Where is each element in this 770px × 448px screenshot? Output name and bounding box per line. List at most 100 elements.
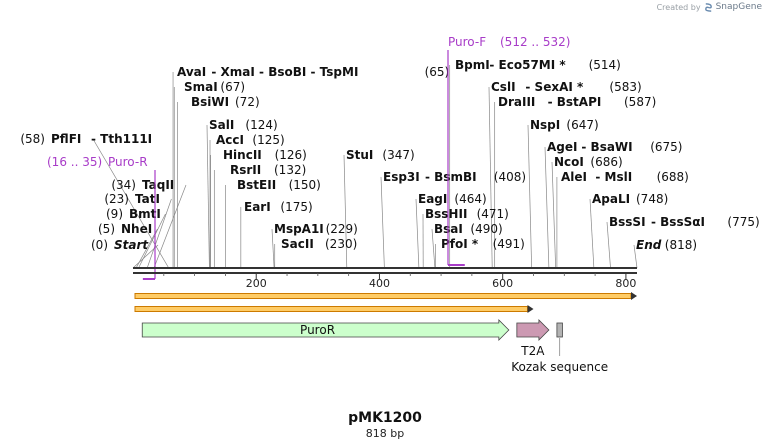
site-name: BssSI [609,215,646,229]
feature-label: PuroR [300,323,335,337]
site-coord: (748) [636,192,668,206]
orf-short[interactable] [134,305,534,313]
site-coord: (514) [589,58,621,72]
site-coord: (58) [20,132,45,146]
site-nhei[interactable]: (5)NheI [98,222,152,236]
site-name: AleI [561,170,587,184]
site-leader-line [135,228,158,269]
site-name: RsrII [230,163,261,177]
site-bpmi[interactable]: BpmI- Eco57MI *(514) [455,58,621,72]
feature-label: Kozak sequence [511,360,608,374]
orf-bar [134,293,632,299]
site-draiii[interactable]: DraIII- BstAPI(587) [498,95,656,109]
site-nspi[interactable]: NspI(647) [530,118,599,132]
site-ncoi[interactable]: NcoI(686) [554,155,623,169]
site-name: ApaLI [592,192,630,206]
credit-brand: SnapGene [715,2,762,12]
site-extra-names: - XmaI - BsoBI - TspMI [211,65,358,79]
site-esp3i[interactable]: Esp3I- BsmBI(408) [383,170,526,184]
site-mspa1i[interactable]: MspA1I(229) [274,222,358,236]
site-coord: (583) [609,80,641,94]
feature-arrow [516,319,550,341]
site-coord: (67) [220,80,245,94]
site-name: EarI [244,200,271,214]
site-bmti[interactable]: (9) BmtI [106,207,161,221]
snapgene-credit: Created by SnapGene [657,2,762,12]
orf-arrowhead-icon [631,292,637,300]
credit-prefix: Created by [656,2,701,12]
site-name: MspA1I [274,222,324,236]
site-name: AgeI [547,140,577,154]
site-coord: (686) [590,155,622,169]
site-name: NspI [530,118,560,132]
site-eagi[interactable]: EagI(464) [418,192,487,206]
feature-puror[interactable]: PuroR [141,319,510,341]
primer-puro-r[interactable]: (16 .. 35)Puro-R [47,155,156,280]
site-name: SacII [281,237,314,251]
site-rsrii[interactable]: RsrII (132) [230,163,306,177]
site-sacii[interactable]: SacII(230) [281,237,357,251]
site-avai[interactable]: AvaI- XmaI - BsoBI - TspMI(65) [177,65,449,79]
site-pflfi[interactable]: (58)PflFI - Tth111I [20,132,152,146]
site-stui[interactable]: StuI(347) [346,148,415,162]
site-csli[interactable]: CslI- SexAI *(583) [491,80,642,94]
site-coord: (125) [252,133,284,147]
site-bsai[interactable]: BsaI(490) [434,222,503,236]
site-name: BmtI [129,207,161,221]
orf-arrowhead-icon [527,305,534,313]
site-coord: (775) [727,215,759,229]
site-coord: (587) [624,95,656,109]
site-extra-names: - BstAPI [548,95,602,109]
site-eari[interactable]: EarI (175) [244,200,313,214]
site-bsshii[interactable]: BssHII(471) [425,207,509,221]
site-bsteii[interactable]: BstEII(150) [237,178,321,192]
site-pfoi[interactable]: PfoI *(491) [441,237,525,251]
site-extra-names: - Tth111I [91,132,152,146]
site-bsiwi[interactable]: BsiWI (72) [191,95,260,109]
site-end[interactable]: End(818) [636,238,697,252]
primers-group: (16 .. 35)Puro-R Puro-F(512 .. 532) [47,35,570,280]
site-name: TatI [135,192,160,206]
site-name: AccI [216,133,244,147]
site-apali[interactable]: ApaLI (748) [592,192,668,206]
feature-kozak-sequence[interactable]: Kozak sequence [511,322,608,374]
site-extra-names: - Eco57MI * [489,58,566,72]
site-leader-line [527,124,532,269]
site-sali[interactable]: SalI(124) [209,118,278,132]
site-tati[interactable]: (23)TatI [104,192,160,206]
site-name: End [636,238,662,252]
site-coord: (688) [657,170,689,184]
site-name: HincII [223,148,262,162]
site-coord: (408) [494,170,526,184]
site-coord: (132) [274,163,306,177]
site-lines-group [92,65,638,269]
site-coord: (175) [280,200,312,214]
orf-long[interactable] [134,292,637,300]
site-start[interactable]: (0)Start [91,238,149,252]
site-taqii[interactable]: (34)TaqII [111,178,174,192]
site-name: BsiWI [191,95,229,109]
site-smai[interactable]: SmaI(67) [184,80,245,94]
site-name: SmaI [184,80,218,94]
primer-puro-f[interactable]: Puro-F(512 .. 532) [447,35,570,266]
site-leader-line [138,213,166,269]
site-coord: (72) [235,95,260,109]
site-bsssi[interactable]: BssSI- BssSαI(775) [609,215,760,229]
site-leader-line [146,198,172,269]
site-coord: (0) [91,238,108,252]
site-coord: (9) [106,207,123,221]
site-leader-line [206,124,210,269]
site-leader-line [633,244,638,269]
site-name: AvaI [177,65,206,79]
site-coord: (675) [650,140,682,154]
site-hincii[interactable]: HincII(126) [223,148,307,162]
site-agei[interactable]: AgeI- BsaWI(675) [547,140,682,154]
feature-t2a[interactable]: T2A [516,319,550,358]
site-acci[interactable]: AccI (125) [216,133,285,147]
site-leader-line [92,138,170,269]
site-extra-names: - SexAI * [525,80,584,94]
site-coord: (5) [98,222,115,236]
site-alei[interactable]: AleI- MslI(688) [561,170,689,184]
